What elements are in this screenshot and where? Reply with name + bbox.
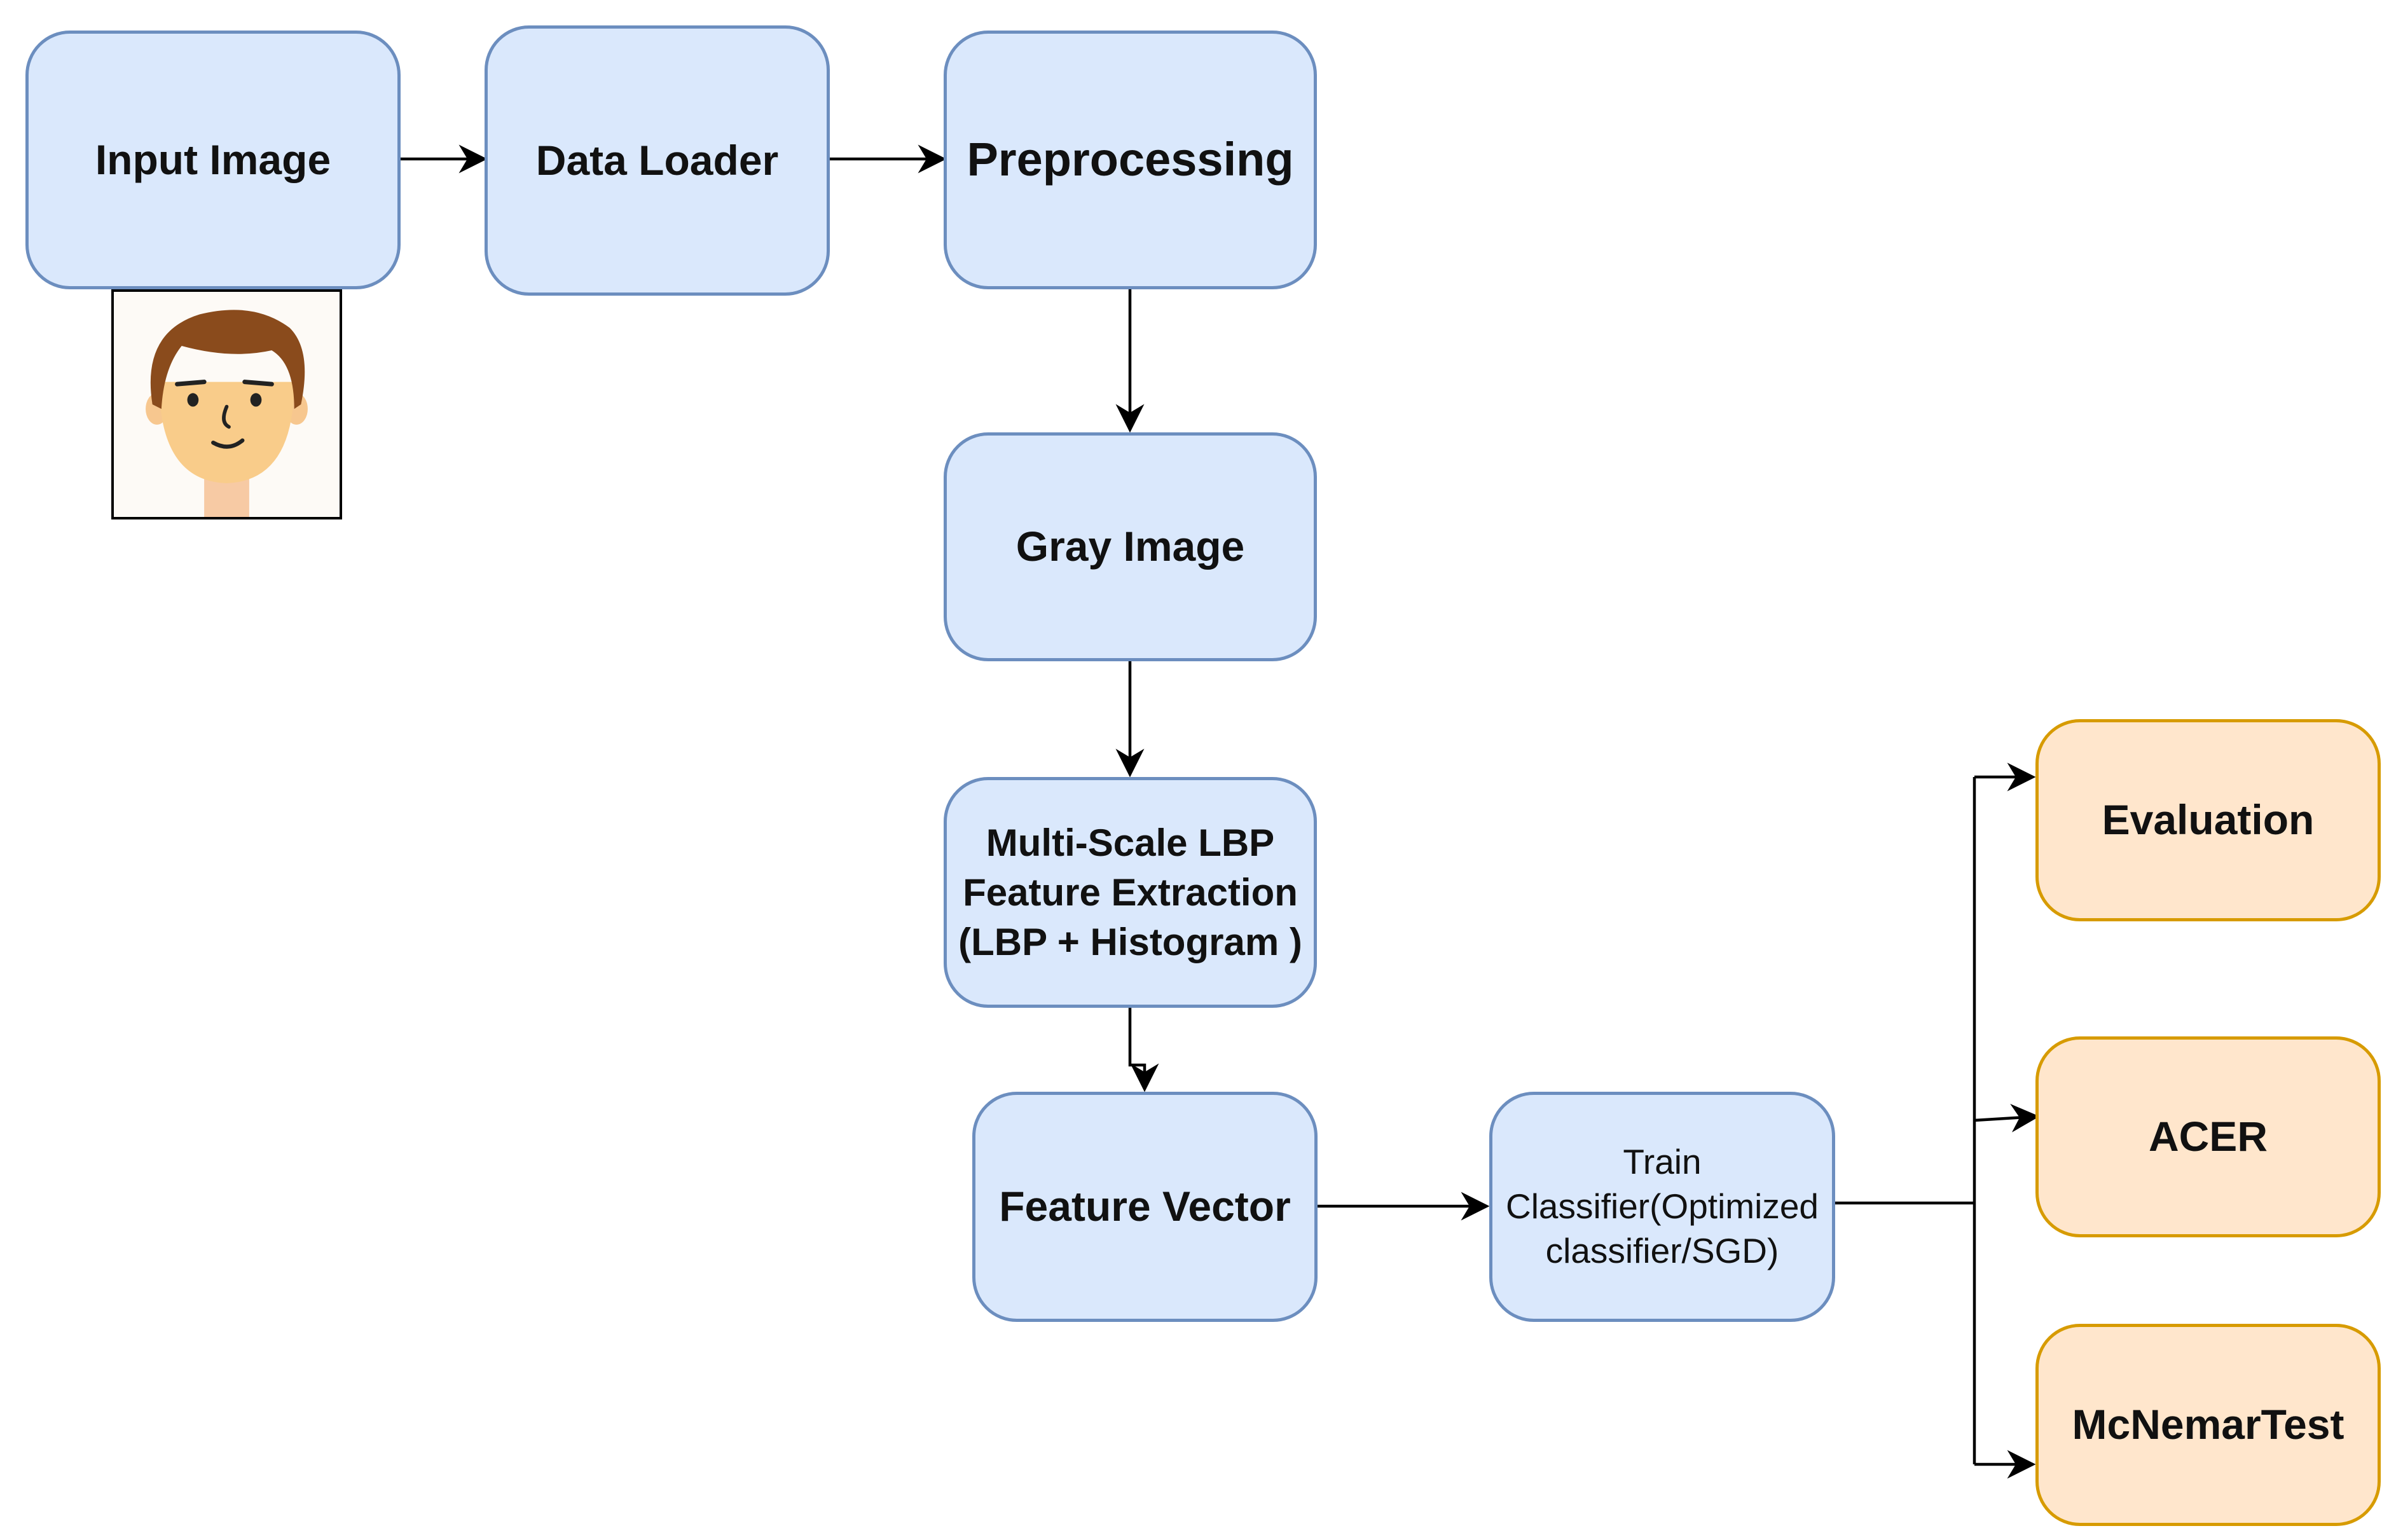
arrow-branch-to-acer bbox=[1974, 1104, 2040, 1132]
gray-image-node[interactable]: Gray Image bbox=[944, 432, 1317, 661]
train-classifier-node[interactable]: Train Classifier(Optimized classifier/SG… bbox=[1489, 1092, 1835, 1322]
arrow-lbp-to-feature-vector bbox=[1128, 1008, 1159, 1092]
mcnemar-test-node[interactable]: McNemarTest bbox=[2035, 1324, 2381, 1526]
lbp-feature-extraction-label: Multi-Scale LBP Feature Extraction (LBP … bbox=[958, 821, 1302, 963]
lbp-feature-extraction-node[interactable]: Multi-Scale LBP Feature Extraction (LBP … bbox=[944, 777, 1317, 1008]
data-loader-node[interactable]: Data Loader bbox=[485, 25, 830, 296]
evaluation-node[interactable]: Evaluation bbox=[2035, 719, 2381, 921]
feature-vector-label: Feature Vector bbox=[999, 1183, 1291, 1230]
gray-image-label: Gray Image bbox=[1016, 523, 1245, 570]
input-image-node[interactable]: Input Image bbox=[25, 31, 401, 289]
mcnemar-test-label: McNemarTest bbox=[2072, 1401, 2344, 1448]
evaluation-label: Evaluation bbox=[2102, 796, 2315, 844]
acer-label: ACER bbox=[2148, 1113, 2268, 1160]
cartoon-face-icon bbox=[146, 310, 308, 517]
feature-vector-node[interactable]: Feature Vector bbox=[972, 1092, 1318, 1322]
acer-node[interactable]: ACER bbox=[2035, 1036, 2381, 1237]
data-loader-label: Data Loader bbox=[535, 136, 779, 184]
input-image-label: Input Image bbox=[95, 135, 331, 183]
preprocessing-label: Preprocessing bbox=[967, 133, 1294, 186]
input-face-picture bbox=[111, 289, 342, 519]
preprocessing-node[interactable]: Preprocessing bbox=[944, 31, 1317, 289]
train-classifier-label: Train Classifier(Optimized classifier/SG… bbox=[1505, 1142, 1819, 1270]
